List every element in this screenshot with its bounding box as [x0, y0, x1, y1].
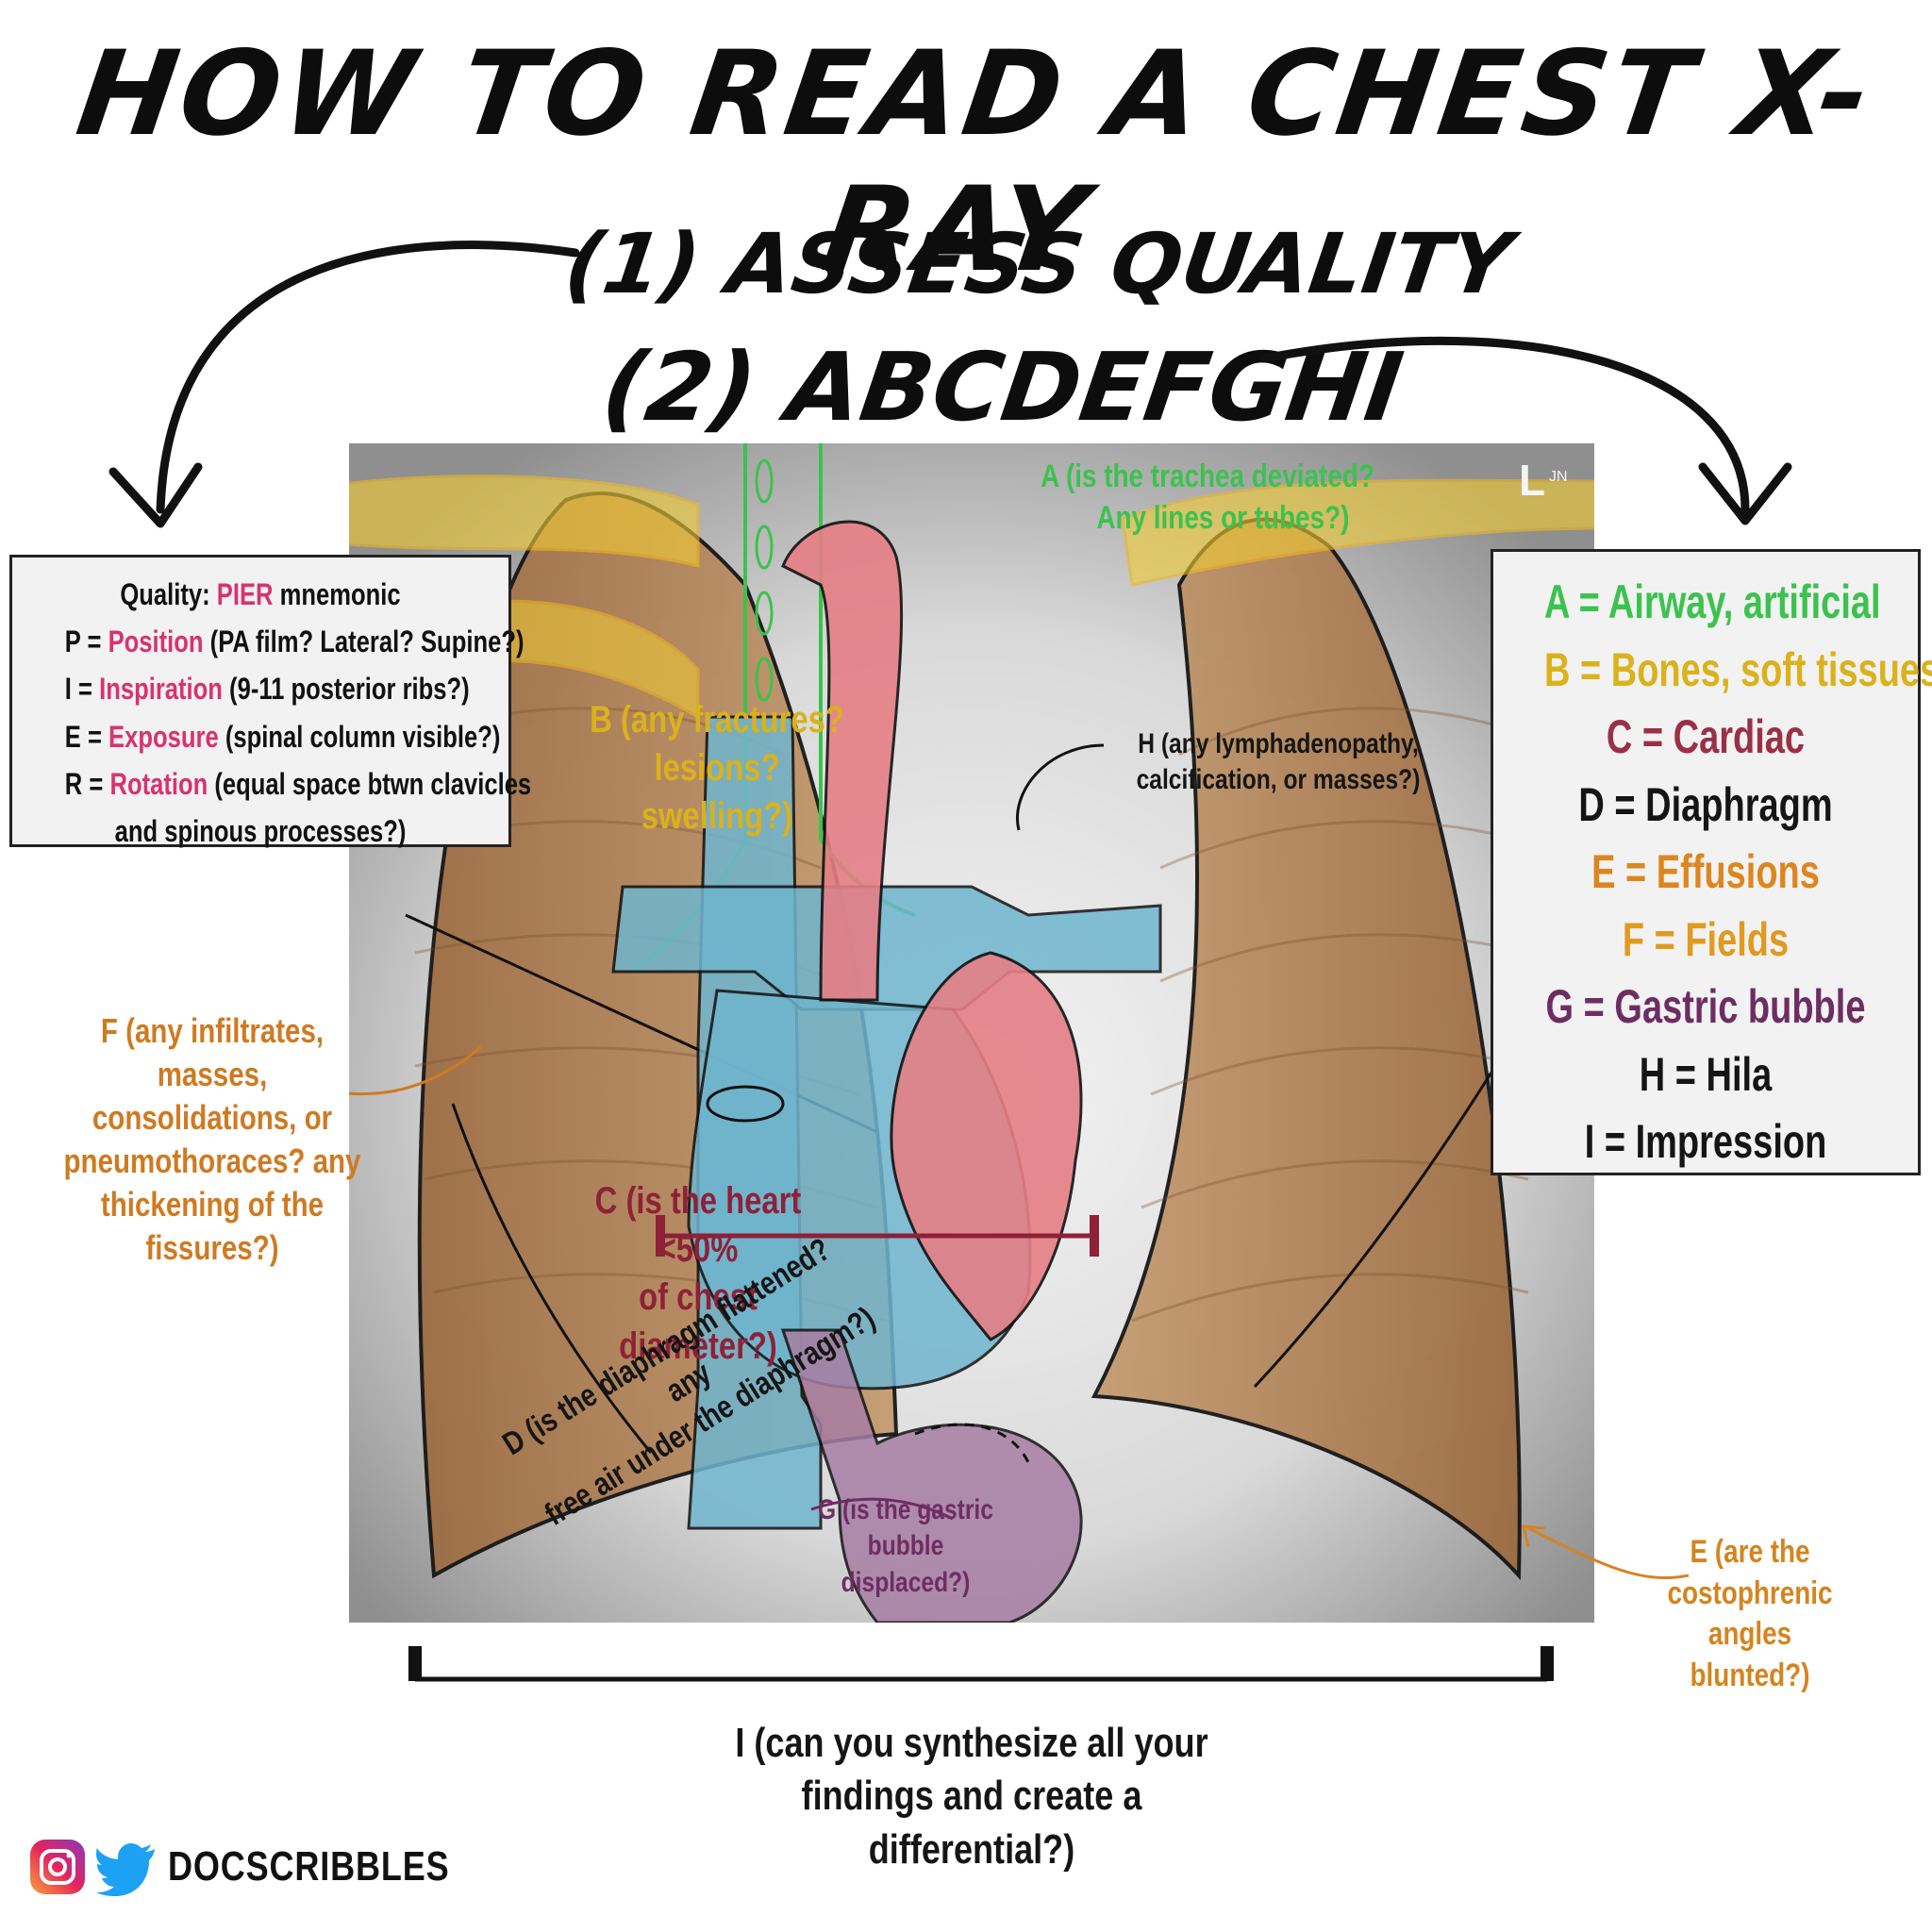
abc-item-hila: H = Hila	[1639, 1047, 1773, 1101]
instagram-icon[interactable]	[28, 1838, 87, 1896]
abc-item-bones: B = Bones, soft tissues	[1544, 642, 1932, 696]
pier-rotation: R = Rotation (equal space btwn clavicles	[64, 766, 532, 801]
abc-item-cardiac: C = Cardiac	[1606, 710, 1806, 763]
abc-item-diaphragm: D = Diaphragm	[1578, 777, 1833, 831]
impression-bracket	[408, 1646, 1554, 1682]
social-handle[interactable]: DOCSCRIBBLES	[168, 1843, 450, 1890]
left-heart	[890, 951, 1083, 1341]
trachea	[630, 443, 916, 974]
abc-item-effusions: E = Effusions	[1591, 845, 1820, 898]
annotation-hila: H (any lymphadenopathy, calcification, o…	[1136, 728, 1421, 796]
left-oblique-fissure	[1253, 1027, 1521, 1389]
annotation-impression: I (can you synthesize all your findings …	[735, 1720, 1208, 1873]
chest-xray-illustration: L JN	[349, 443, 1594, 1623]
left-lung	[1091, 517, 1522, 1581]
hila-arrow	[1016, 743, 1105, 831]
annotation-fields: F (any infiltrates, masses, consolidatio…	[63, 1011, 361, 1268]
abc-item-airway: A = Airway, artificial	[1544, 575, 1881, 628]
clavicle-right	[349, 475, 700, 568]
annotation-gastric: G (is the gastric bubble displaced?)	[818, 1494, 993, 1598]
arrow-to-abc-box	[1259, 336, 1750, 514]
twitter-icon[interactable]	[96, 1838, 158, 1896]
arrow-head-right	[1698, 462, 1792, 525]
abcdefghi-box: A = Airway, artificial B = Bones, soft t…	[1491, 549, 1932, 1175]
film-side-marker: L	[1519, 456, 1545, 505]
social-footer: DOCSCRIBBLES	[28, 1838, 511, 1896]
pier-inspiration: I = Inspiration (9-11 posterior ribs?)	[64, 672, 470, 707]
pier-position: P = Position (PA film? Lateral? Supine?)	[64, 625, 525, 659]
arrow-head-left	[108, 462, 203, 528]
effusion-arrow	[1522, 1524, 1690, 1579]
quality-pier-box: Quality: PIER mnemonic P = Position (PA …	[9, 555, 532, 848]
annotation-cardiac: C (is the heart <50% of chest diameter?)	[594, 1180, 802, 1367]
annotation-effusions: E (are the costophrenic angles blunted?)	[1667, 1534, 1833, 1693]
annotation-airway: A (is the trachea deviated? Any lines or…	[1041, 458, 1374, 536]
pier-heading: Quality: PIER mnemonic	[120, 577, 401, 611]
pier-exposure: E = Exposure (spinal column visible?)	[64, 719, 501, 754]
valve-ring	[706, 1085, 785, 1123]
film-initials: JN	[1549, 469, 1568, 485]
oblique-fissure	[451, 1103, 653, 1454]
gastric-arrow	[810, 1497, 954, 1521]
abc-item-gastric: G = Gastric bubble	[1545, 980, 1866, 1033]
aorta	[781, 520, 904, 1002]
pier-rotation-cont: and spinous processes?)	[114, 814, 407, 849]
fields-arrow	[349, 1045, 482, 1096]
abc-item-impression: I = Impression	[1584, 1115, 1827, 1168]
tracheal-rings	[755, 458, 774, 702]
abc-item-fields: F = Fields	[1622, 912, 1790, 966]
clavicle-left	[1121, 478, 1594, 587]
arrow-to-quality-box	[156, 241, 580, 514]
gastric-bubble	[914, 1423, 1030, 1463]
annotation-bones: B (any fractures? lesions? swelling?)	[590, 699, 844, 838]
